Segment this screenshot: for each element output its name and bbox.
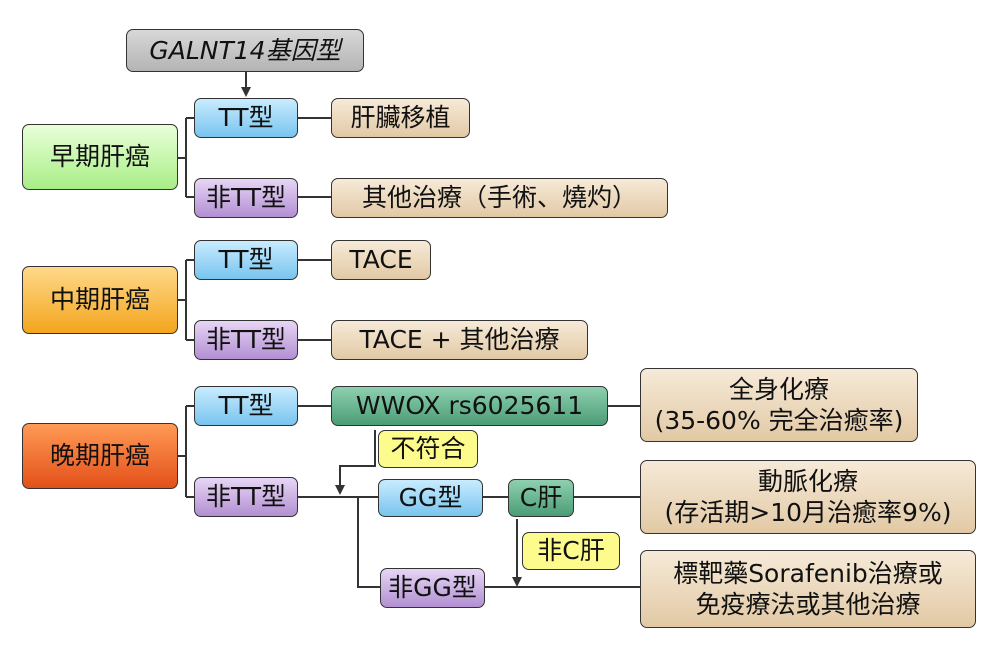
stage-early: 早期肝癌 bbox=[22, 124, 178, 190]
gg-type: GG型 bbox=[378, 479, 483, 517]
not-match-label: 不符合 bbox=[378, 430, 478, 468]
c-liver-marker: C肝 bbox=[508, 479, 574, 517]
late-tt-type: TT型 bbox=[194, 386, 298, 426]
treatment-other-early: 其他治療（手術、燒灼） bbox=[331, 178, 668, 218]
non-c-liver-label: 非C肝 bbox=[522, 532, 620, 570]
non-gg-type: 非GG型 bbox=[380, 568, 485, 608]
treatment-tace: TACE bbox=[331, 240, 431, 280]
stage-late: 晚期肝癌 bbox=[22, 423, 178, 489]
wwox-marker: WWOX rs6025611 bbox=[331, 386, 608, 426]
treatment-targeted-therapy: 標靶藥Sorafenib治療或 免疫療法或其他治療 bbox=[640, 550, 976, 628]
arterial-chemo-line2: (存活期>10月治癒率9%) bbox=[664, 498, 952, 527]
treatment-arterial-chemo: 動脈化療 (存活期>10月治癒率9%) bbox=[640, 460, 976, 534]
genotype-title: GALNT14基因型 bbox=[126, 29, 364, 72]
late-non-tt-type: 非TT型 bbox=[194, 477, 298, 517]
late-bracket bbox=[178, 405, 194, 498]
treatment-tace-plus: TACE + 其他治療 bbox=[331, 320, 588, 360]
systemic-chemo-line1: 全身化療 bbox=[728, 374, 829, 404]
early-tt-type: TT型 bbox=[194, 98, 298, 138]
systemic-chemo-line2: (35-60% 完全治癒率) bbox=[654, 406, 904, 435]
treatment-liver-transplant: 肝臟移植 bbox=[331, 98, 470, 138]
stage-mid: 中期肝癌 bbox=[22, 266, 178, 334]
not-match-arrow bbox=[335, 430, 376, 495]
targeted-therapy-line2: 免疫療法或其他治療 bbox=[695, 590, 921, 619]
treatment-systemic-chemo: 全身化療 (35-60% 完全治癒率) bbox=[640, 368, 918, 442]
targeted-therapy-line1: 標靶藥Sorafenib治療或 bbox=[673, 558, 943, 588]
early-non-tt-type: 非TT型 bbox=[194, 178, 298, 218]
mid-tt-type: TT型 bbox=[194, 240, 298, 280]
arterial-chemo-line1: 動脈化療 bbox=[757, 466, 858, 496]
mid-bracket bbox=[178, 259, 194, 341]
mid-non-tt-type: 非TT型 bbox=[194, 320, 298, 360]
early-bracket bbox=[178, 117, 194, 198]
